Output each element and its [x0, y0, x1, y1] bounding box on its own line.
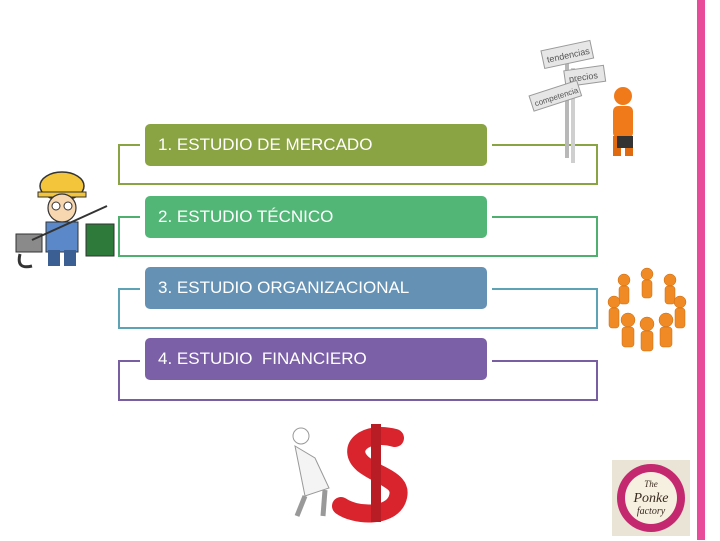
market-signpost-illustration: tendencias precios competencia [525, 38, 645, 168]
step-3-box[interactable]: 3. ESTUDIO ORGANIZACIONAL [145, 267, 487, 309]
ponke-factory-logo: The Ponke factory [612, 460, 690, 536]
logo-line-1: The [644, 479, 658, 489]
step-1-box[interactable]: 1. ESTUDIO DE MERCADO [145, 124, 487, 166]
logo-line-3: factory [637, 506, 666, 517]
team-circle-illustration [602, 262, 692, 352]
step-4-box[interactable]: 4. ESTUDIO FINANCIERO [145, 338, 487, 380]
accent-edge-bar [697, 0, 705, 540]
step-2-box[interactable]: 2. ESTUDIO TÉCNICO [145, 196, 487, 238]
logo-line-2: Ponke [633, 491, 669, 506]
dollar-burden-illustration [285, 418, 435, 526]
engineer-cartoon-illustration [12, 170, 120, 280]
